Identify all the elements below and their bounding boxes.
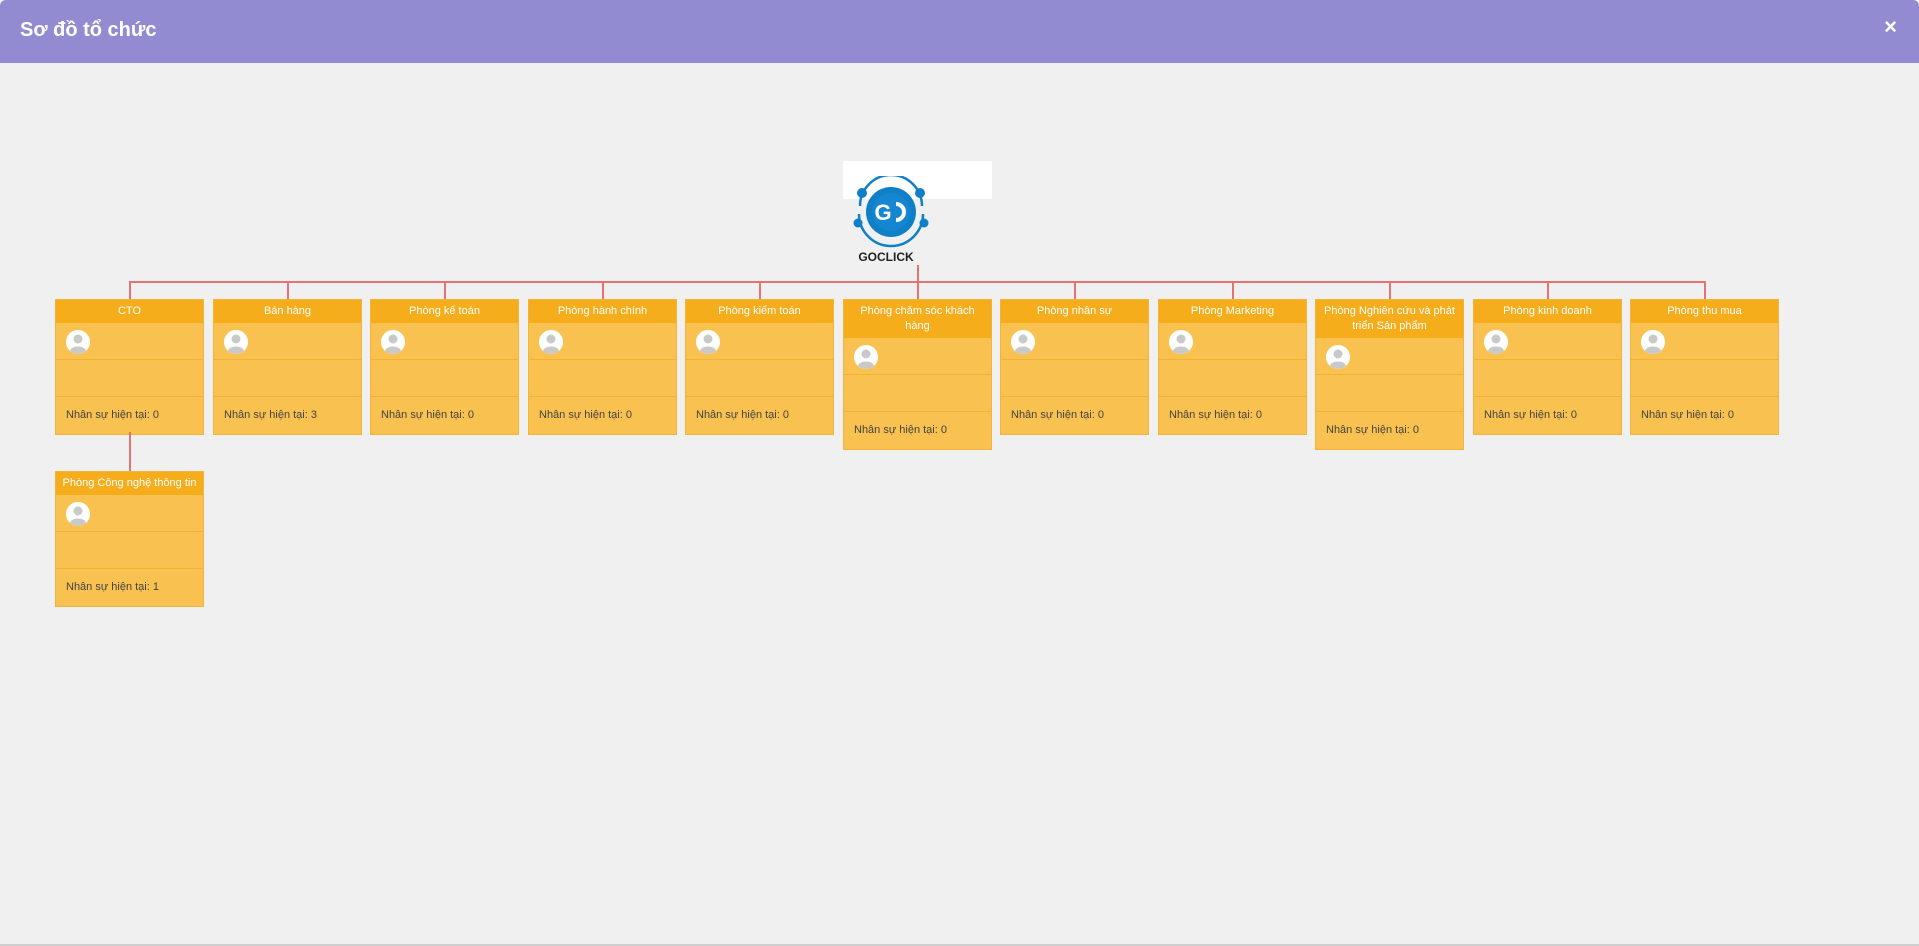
- node-title: Phòng kế toán: [371, 300, 518, 323]
- avatar-icon: [1169, 330, 1193, 354]
- node-empty-row: [844, 375, 991, 412]
- node-manager-row: [214, 323, 361, 360]
- avatar-icon: [1484, 330, 1508, 354]
- node-title: Phòng Công nghệ thông tin: [56, 472, 203, 495]
- node-manager-row: [1474, 323, 1621, 360]
- department-connector: [1232, 281, 1234, 299]
- node-title: Bán hàng: [214, 300, 361, 323]
- avatar-icon: [1641, 330, 1665, 354]
- node-empty-row: [56, 532, 203, 569]
- sub-department-connector: [129, 432, 131, 472]
- node-manager-row: [56, 323, 203, 360]
- node-staff-count: Nhân sự hiện tại: 0: [66, 409, 159, 421]
- avatar-icon: [1011, 330, 1035, 354]
- node-manager-row: [1316, 338, 1463, 375]
- department-node[interactable]: Phòng nhân sự Nhân sự hiện tại: 0: [1000, 299, 1149, 435]
- department-connector: [1389, 281, 1391, 299]
- avatar-icon: [381, 330, 405, 354]
- department-connector: [602, 281, 604, 299]
- node-title: Phòng kinh doanh: [1474, 300, 1621, 323]
- node-empty-row: [56, 360, 203, 397]
- node-manager-row: [1001, 323, 1148, 360]
- node-staff-count: Nhân sự hiện tại: 0: [854, 424, 947, 436]
- avatar-icon: [1326, 345, 1350, 369]
- node-empty-row: [1474, 360, 1621, 397]
- node-title: Phòng Nghiên cứu và phát triển Sản phẩm: [1316, 300, 1463, 338]
- root-node-name: GOCLICK: [858, 250, 914, 264]
- modal-bottom-border: [0, 944, 1919, 946]
- node-title: Phòng kiểm toán: [686, 300, 833, 323]
- goclick-logo-icon: G: [853, 176, 929, 248]
- node-title: Phòng chăm sóc khách hàng: [844, 300, 991, 338]
- node-staff-count: Nhân sự hiện tại: 0: [1011, 409, 1104, 421]
- node-staff-count: Nhân sự hiện tại: 0: [1641, 409, 1734, 421]
- node-staff-count: Nhân sự hiện tại: 0: [1326, 424, 1419, 436]
- node-empty-row: [1159, 360, 1306, 397]
- department-connector: [1074, 281, 1076, 299]
- node-title: Phòng hành chính: [529, 300, 676, 323]
- node-empty-row: [1631, 360, 1778, 397]
- department-connector: [917, 281, 919, 299]
- node-manager-row: [686, 323, 833, 360]
- node-manager-row: [56, 495, 203, 532]
- node-title: Phòng nhân sự: [1001, 300, 1148, 323]
- logo-letter: G: [874, 200, 891, 225]
- node-staff-count: Nhân sự hiện tại: 3: [224, 409, 317, 421]
- avatar-icon: [854, 345, 878, 369]
- avatar-icon: [66, 502, 90, 526]
- node-staff-count: Nhân sự hiện tại: 0: [696, 409, 789, 421]
- department-connector: [1547, 281, 1549, 299]
- close-icon[interactable]: ×: [1884, 14, 1897, 39]
- node-manager-row: [844, 338, 991, 375]
- department-node[interactable]: CTO Nhân sự hiện tại: 0: [55, 299, 204, 435]
- node-manager-row: [1159, 323, 1306, 360]
- node-manager-row: [371, 323, 518, 360]
- node-empty-row: [1316, 375, 1463, 412]
- node-manager-row: [1631, 323, 1778, 360]
- node-empty-row: [214, 360, 361, 397]
- node-staff-count: Nhân sự hiện tại: 0: [539, 409, 632, 421]
- node-staff-count: Nhân sự hiện tại: 0: [1484, 409, 1577, 421]
- node-title: Phòng Marketing: [1159, 300, 1306, 323]
- node-title: CTO: [56, 300, 203, 323]
- modal-header: Sơ đồ tổ chức ×: [0, 0, 1919, 63]
- avatar-icon: [66, 330, 90, 354]
- org-chart-canvas: [0, 63, 1919, 944]
- avatar-icon: [224, 330, 248, 354]
- node-empty-row: [371, 360, 518, 397]
- department-connector: [129, 281, 131, 299]
- avatar-icon: [696, 330, 720, 354]
- node-empty-row: [529, 360, 676, 397]
- department-connector: [444, 281, 446, 299]
- modal-title: Sơ đồ tổ chức: [20, 19, 157, 41]
- node-empty-row: [1001, 360, 1148, 397]
- node-staff-count: Nhân sự hiện tại: 0: [1169, 409, 1262, 421]
- department-connector: [1704, 281, 1706, 299]
- node-manager-row: [529, 323, 676, 360]
- root-connector: [917, 265, 919, 283]
- node-staff-count: Nhân sự hiện tại: 0: [381, 409, 474, 421]
- node-empty-row: [686, 360, 833, 397]
- avatar-icon: [539, 330, 563, 354]
- node-title: Phòng thu mua: [1631, 300, 1778, 323]
- node-staff-count: Nhân sự hiện tại: 1: [66, 581, 159, 593]
- department-connector: [759, 281, 761, 299]
- department-connector: [287, 281, 289, 299]
